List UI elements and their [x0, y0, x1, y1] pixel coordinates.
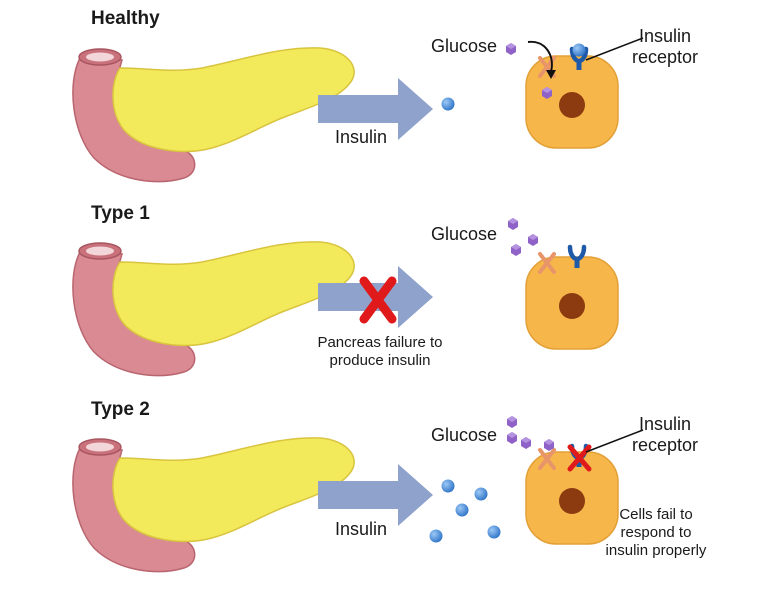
receptor-failure-x-icon: [567, 444, 592, 472]
pancreas-failure-label: Pancreas failure to produce insulin: [317, 334, 443, 369]
insulin-molecule-icon: [487, 525, 501, 539]
glucose-label: Glucose: [431, 224, 498, 244]
receptor-leader-line: [585, 37, 644, 61]
insulin-molecule-icon: [441, 479, 455, 493]
glucose-molecule-icon: [528, 234, 538, 246]
insulin-receptor-label: Insulin receptor: [632, 26, 699, 67]
glucose-molecule-icon: [506, 43, 516, 55]
glucose-entry-arrowhead: [546, 70, 556, 79]
failure-x-icon: [359, 276, 397, 324]
insulin-molecule-icon: [429, 529, 443, 543]
glucose-molecule-icon: [511, 244, 521, 256]
glucose-molecule-icon: [521, 437, 531, 449]
receptor-leader-line: [585, 429, 644, 453]
glucose-molecule-icon: [507, 432, 517, 444]
glucose-molecule-icon: [507, 416, 517, 428]
panel-title-healthy: Healthy: [91, 8, 160, 29]
insulin-molecule-icon: [474, 487, 488, 501]
glucose-entry-arrow: [527, 40, 553, 73]
cell-icon: [525, 55, 619, 149]
insulin-label: Insulin: [335, 519, 388, 539]
panel-title-type-1: Type 1: [91, 203, 150, 224]
pancreas-icon: [72, 437, 355, 573]
insulin-molecule-icon: [572, 43, 586, 57]
glucose-label: Glucose: [431, 425, 498, 445]
glucose-label: Glucose: [431, 36, 498, 56]
cell-note-label: Cells fail to respond to insulin properl…: [605, 506, 707, 559]
glucose-molecule-icon: [508, 218, 518, 230]
insulin-receptor-label: Insulin receptor: [632, 414, 699, 455]
insulin-label: Insulin: [335, 127, 388, 147]
panel-title-type-2: Type 2: [91, 399, 150, 420]
insulin-molecule-icon: [441, 97, 455, 111]
pancreas-icon: [72, 47, 355, 183]
insulin-molecule-icon: [455, 503, 469, 517]
